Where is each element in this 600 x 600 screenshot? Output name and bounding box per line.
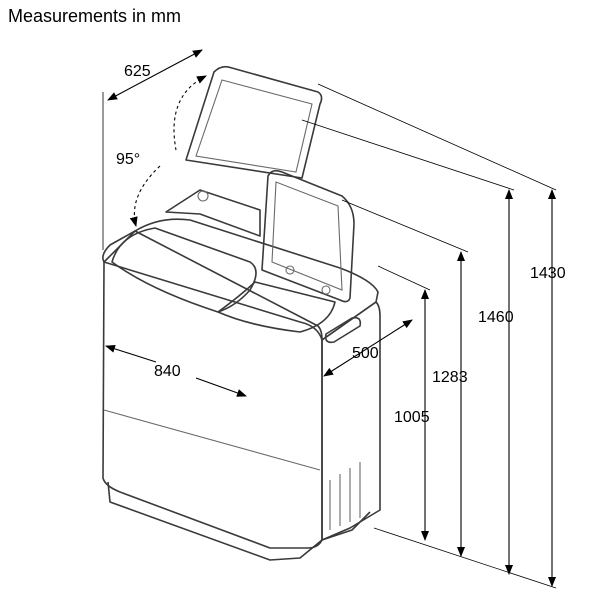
side-handle <box>324 316 362 344</box>
dimension-side-depth: 500 <box>323 319 413 377</box>
label-625: 625 <box>124 63 151 80</box>
label-840: 840 <box>154 363 181 380</box>
base-foot <box>107 481 323 561</box>
wash-lid-hinge <box>165 189 261 237</box>
wash-lid <box>185 65 323 179</box>
top-deck <box>103 218 379 341</box>
label-95-deg: 95° <box>116 151 140 168</box>
dimension-heights: 1005 1283 1460 1430 <box>301 83 566 589</box>
dimension-lid-angle: 95° <box>116 75 207 227</box>
spin-lid-inner <box>271 181 343 291</box>
open-lids <box>165 65 355 303</box>
wash-lid-inner <box>195 79 313 173</box>
label-500: 500 <box>352 345 379 362</box>
dimension-width: 840 <box>105 344 247 397</box>
hinge-knob-mid <box>285 265 295 275</box>
side-panel <box>321 301 381 541</box>
front-band-line <box>103 409 321 471</box>
page-title: Measurements in mm <box>8 6 182 26</box>
spin-lid <box>261 169 355 303</box>
label-1005: 1005 <box>394 409 430 426</box>
side-vents <box>329 462 361 530</box>
wash-tub <box>111 227 257 313</box>
machine-body <box>102 218 381 561</box>
side-foot <box>321 511 371 541</box>
label-1430: 1430 <box>530 265 566 282</box>
spin-tub <box>217 281 336 333</box>
front-panel <box>102 230 323 549</box>
label-1460: 1460 <box>478 309 514 326</box>
hinge-knob-left <box>197 190 209 202</box>
hinge-knob-right <box>321 285 331 295</box>
label-1283: 1283 <box>432 369 468 386</box>
dimension-depth: 625 <box>102 49 203 250</box>
